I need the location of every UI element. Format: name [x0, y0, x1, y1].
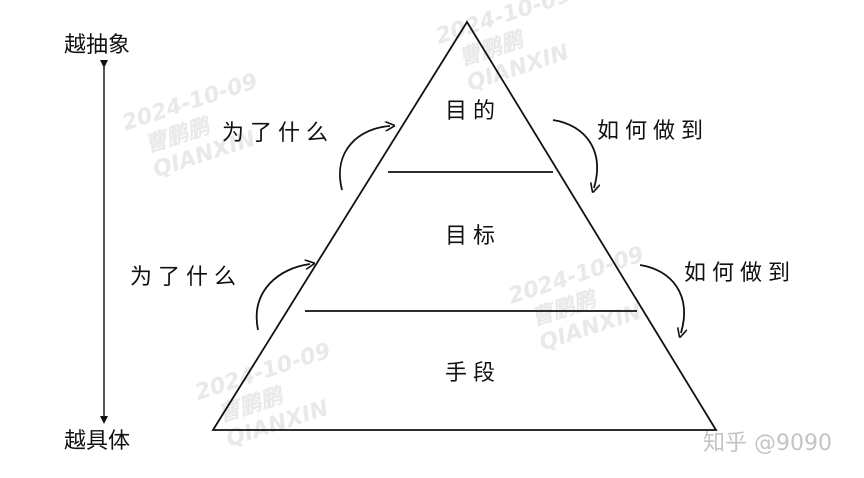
- axis-top-label: 越抽象: [64, 33, 130, 58]
- why-label-upper: 为了什么: [222, 121, 334, 146]
- curved-arrow-down-icon: [552, 119, 597, 188]
- curved-arrow-up-icon: [255, 264, 310, 331]
- axis-bottom-label: 越具体: [64, 429, 130, 454]
- watermark: 2024-10-09 曹鹏鹏 QIANXIN: [192, 339, 334, 453]
- level-goal: 目标: [445, 224, 501, 249]
- pyramid-outline: [211, 20, 718, 431]
- source-credit: 知乎 @9090: [703, 431, 832, 456]
- how-label-lower: 如何做到: [684, 261, 796, 286]
- watermark: 2024-10-09 曹鹏鹏 QIANXIN: [506, 242, 648, 356]
- level-means: 手段: [445, 361, 501, 386]
- curved-arrow-up-icon: [339, 126, 390, 191]
- why-label-lower: 为了什么: [130, 265, 242, 290]
- level-purpose: 目的: [445, 99, 501, 124]
- how-label-upper: 如何做到: [597, 119, 709, 144]
- curved-arrow-down-icon: [639, 264, 684, 333]
- watermark: 2024-10-09 曹鹏鹏 QIANXIN: [433, 0, 575, 96]
